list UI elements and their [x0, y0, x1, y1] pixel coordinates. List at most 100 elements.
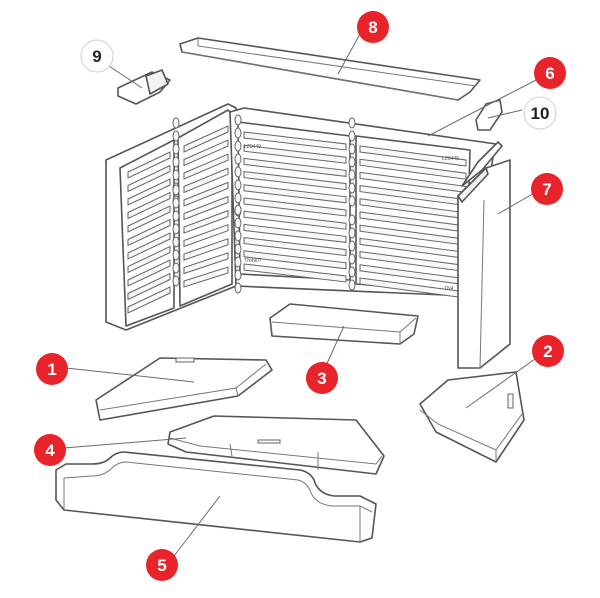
- leader-lines: [63, 33, 543, 557]
- liner-stud: [348, 214, 356, 226]
- liner-stud: [234, 140, 242, 152]
- callout-4-badge: 4: [34, 434, 66, 466]
- svg-text:LZ0449: LZ0449: [244, 144, 261, 150]
- liner-stud: [172, 184, 180, 196]
- callout-6-badge: 6: [534, 57, 566, 89]
- liner-rib: [127, 164, 171, 193]
- liner-stud: [172, 117, 180, 129]
- part-5-front-lip: [55, 451, 377, 543]
- liner-stud: [234, 114, 242, 126]
- liner-stud: [348, 266, 356, 278]
- liner-stud: [234, 179, 242, 191]
- liner-stud: [172, 169, 180, 181]
- liner-stud: [172, 210, 180, 222]
- liner-stud: [172, 249, 180, 261]
- liner-rib: [127, 259, 171, 287]
- callout-10-badge: 10: [523, 96, 557, 130]
- callout-9-badge: 9: [80, 39, 114, 73]
- liner-stud: [234, 243, 242, 255]
- callout-1-circle: [36, 353, 68, 385]
- liner-rib: [183, 139, 229, 167]
- liner-stud: [234, 230, 242, 242]
- callout-3-badge: 3: [306, 362, 338, 394]
- liner-stud: [234, 204, 242, 216]
- liner-stud: [172, 262, 180, 274]
- callout-2-circle: [532, 335, 564, 367]
- part-7-right-side-wall: [457, 141, 511, 369]
- part-1-left-floor-plate: [95, 357, 273, 421]
- callout-9-number: 9: [92, 47, 101, 66]
- callout-9-circle: [80, 39, 114, 73]
- liner-stud: [234, 127, 242, 139]
- liner-stud: [348, 156, 356, 168]
- liner-stud: [172, 130, 180, 142]
- liner-stud: [348, 240, 356, 252]
- liner-stud: [348, 169, 356, 181]
- liner-rib: [243, 131, 347, 151]
- liner-rib: [183, 181, 229, 207]
- liner-stud: [348, 130, 356, 142]
- liner-rib: [183, 195, 229, 221]
- liner-stud: [234, 217, 242, 229]
- liner-rib: [243, 237, 347, 257]
- svg-text:LZ0449: LZ0449: [442, 156, 459, 162]
- callout-5-number: 5: [157, 556, 166, 575]
- liner-stud: [234, 282, 242, 294]
- callout-7-number: 7: [542, 180, 551, 199]
- callout-4-number: 4: [45, 441, 55, 460]
- liner-rib: [127, 232, 171, 260]
- liner-stud: [348, 117, 356, 129]
- callout-7-badge: 7: [531, 173, 563, 205]
- callout-7-circle: [531, 173, 563, 205]
- callout-2-number: 2: [543, 342, 552, 361]
- part-2-right-floor-plate: [419, 371, 525, 463]
- liner-rib: [183, 167, 229, 194]
- callout-8-badge: 8: [357, 11, 389, 43]
- liner-rib: [127, 218, 171, 247]
- callout-10-circle: [523, 96, 557, 130]
- liner-stud: [234, 153, 242, 165]
- liner-rib: [183, 238, 229, 261]
- liner-rib: [359, 145, 467, 167]
- liner-rib: [243, 250, 347, 270]
- part-4-front-floor-plate: [167, 415, 385, 475]
- liner-rib: [243, 210, 347, 230]
- liner-stud: [348, 182, 356, 194]
- liner-stud: [234, 256, 242, 268]
- callout-10-number: 10: [531, 104, 550, 123]
- liner-rib: [183, 153, 229, 180]
- liner-stud: [348, 195, 356, 207]
- callout-5-circle: [146, 549, 178, 581]
- liner-rib: [127, 151, 171, 179]
- liner-stud: [348, 279, 356, 291]
- liner-rib: [127, 191, 171, 220]
- liner-stud: [234, 269, 242, 281]
- liner-stud: [172, 275, 180, 287]
- liner-rib: [127, 205, 171, 233]
- liner-rib: [243, 144, 347, 164]
- callout-1-badge: 1: [36, 353, 68, 385]
- liner-stud: [234, 166, 242, 178]
- callout-3-circle: [306, 362, 338, 394]
- part-10-bracket: [475, 99, 503, 131]
- liner-rib: [243, 223, 347, 243]
- part-9-bracket: [117, 69, 171, 105]
- part-8-top-baffle: [179, 37, 481, 101]
- liner-stud: [172, 236, 180, 248]
- svg-text:TN4: TN4: [444, 286, 454, 292]
- callout-4-circle: [34, 434, 66, 466]
- liner-rib: [183, 125, 229, 153]
- back-wall: LZ0449 LZ0449 TN4907 TN4: [172, 107, 497, 299]
- liner-rib: [127, 272, 171, 301]
- liner-rib: [183, 252, 229, 275]
- callout-2-badge: 2: [532, 335, 564, 367]
- callout-6-number: 6: [545, 64, 554, 83]
- liner-stud: [172, 143, 180, 155]
- liner-stud: [172, 197, 180, 209]
- callout-8-number: 8: [368, 18, 377, 37]
- part-3-floor-brick: [269, 303, 419, 345]
- callout-1-number: 1: [47, 360, 56, 379]
- callout-5-badge: 5: [146, 549, 178, 581]
- liner-rib: [183, 223, 229, 248]
- liner-stud: [172, 156, 180, 168]
